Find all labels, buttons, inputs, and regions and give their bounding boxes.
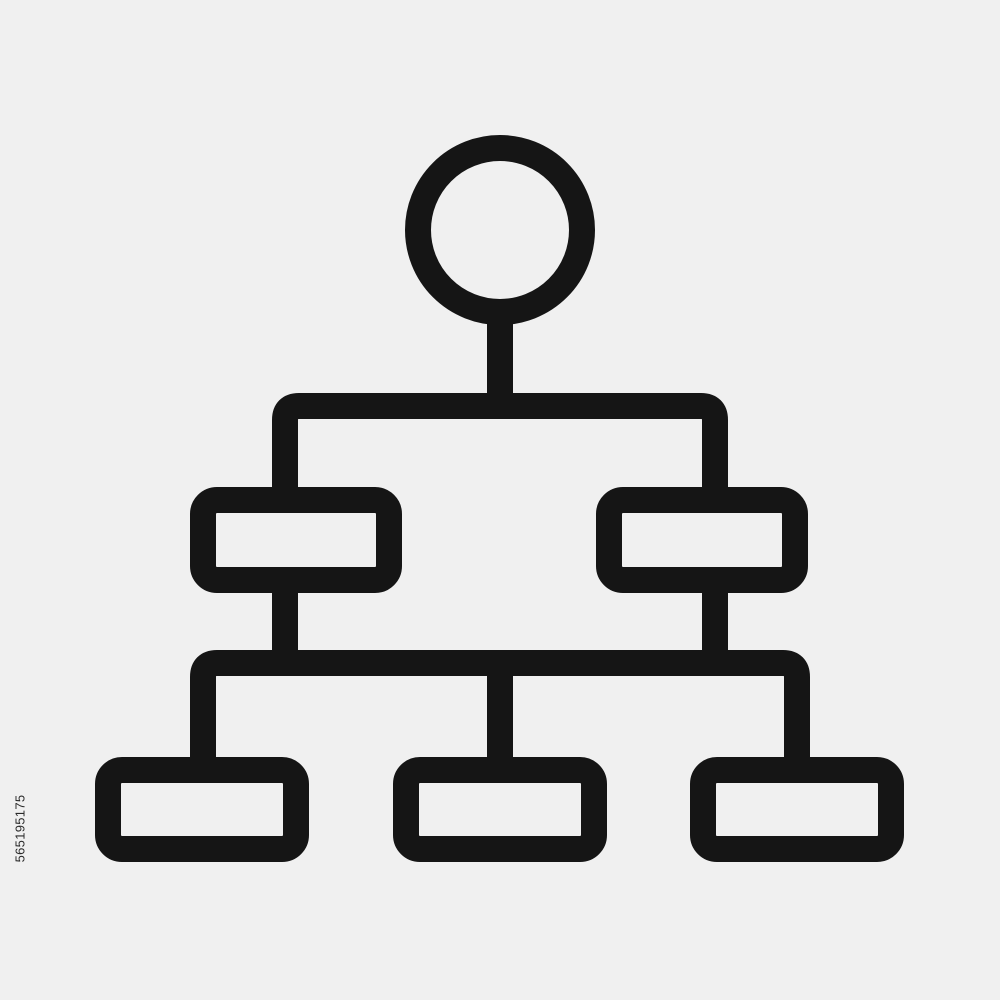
- stock-id-text: 565195175: [12, 794, 28, 862]
- stock-id-watermark: 565195175: [6, 768, 34, 888]
- level1-right-box: [596, 487, 808, 593]
- level1-branch-connector: [272, 393, 728, 500]
- level2-middle-box: [393, 757, 607, 862]
- root-circle-node: [405, 135, 595, 325]
- level2-right-box: [690, 757, 904, 862]
- level1-left-box: [190, 487, 402, 593]
- level2-left-box: [95, 757, 309, 862]
